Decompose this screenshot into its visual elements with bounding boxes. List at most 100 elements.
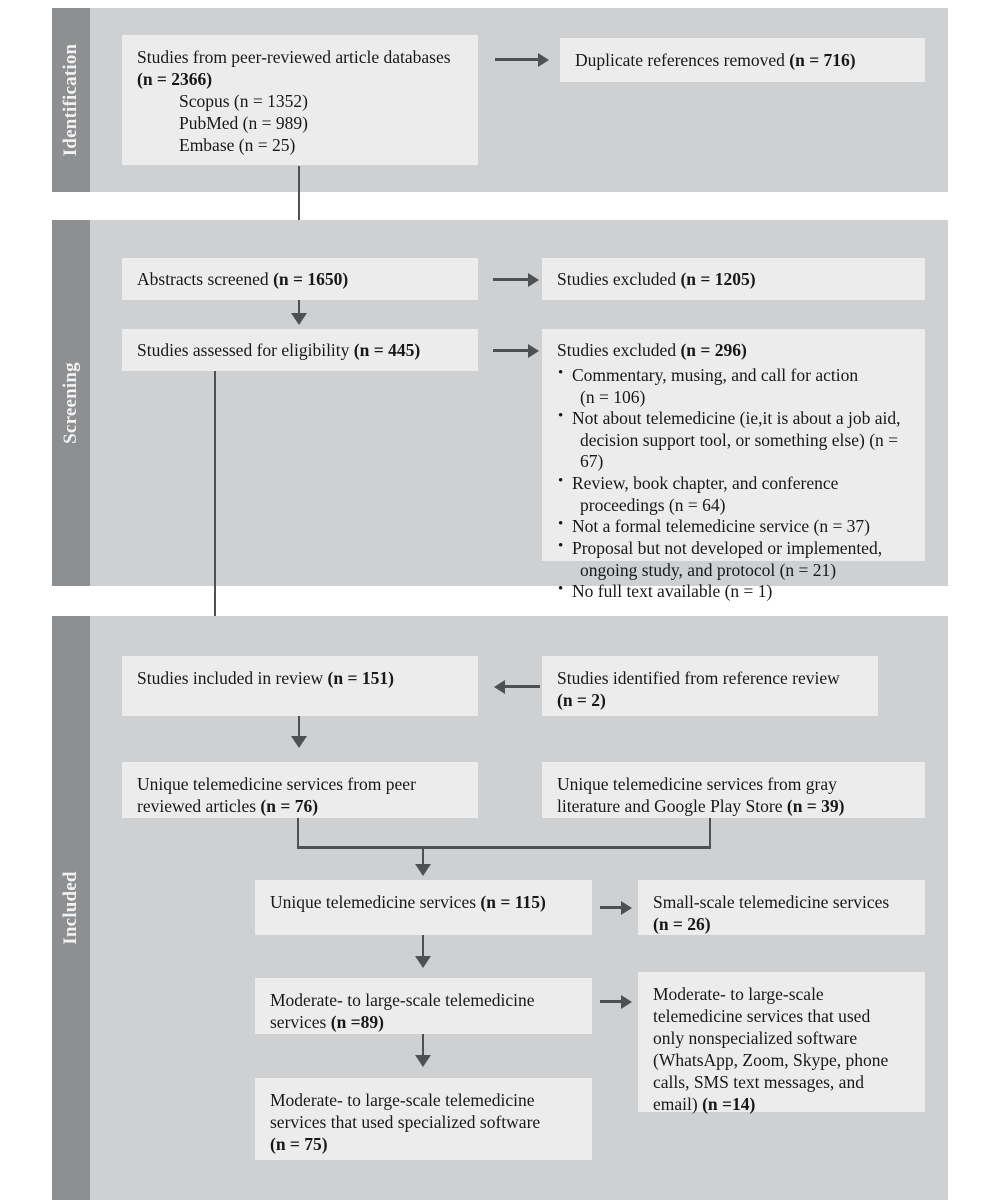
stage-tab-identification: Identification	[52, 8, 90, 192]
sources-sub-pubmed: PubMed (n = 989)	[179, 113, 308, 134]
included-review-count: (n = 151)	[327, 668, 394, 688]
nonspecialized-line5: calls, SMS text messages, and	[653, 1072, 864, 1093]
included-review-text: Studies included in review	[137, 668, 328, 688]
excluded-reasons-list: Commentary, musing, and call for action …	[557, 364, 911, 603]
box-assessed-eligibility: Studies assessed for eligibility (n = 44…	[122, 329, 478, 371]
unique-peer-line2: reviewed articles	[137, 796, 261, 817]
unique-gray-count: (n = 39)	[786, 796, 845, 817]
excluded-reason-cont: decision support tool, or something else…	[580, 429, 899, 472]
arrowhead-reference-to-included	[494, 679, 505, 694]
excluded-full-heading-text: Studies excluded	[557, 340, 681, 360]
box-unique-peer-reviewed: Unique telemedicine services from peer r…	[122, 762, 478, 818]
box-included-in-review: Studies included in review (n = 151)	[122, 656, 478, 716]
sources-count: (n = 2366)	[137, 69, 213, 90]
sources-sub-embase: Embase (n = 25)	[179, 135, 296, 156]
connector-abstracts-to-eligibility	[298, 300, 300, 316]
box-duplicates-removed: Duplicate references removed (n = 716)	[560, 38, 925, 82]
excluded-reason-item: Review, book chapter, and conference pro…	[557, 472, 911, 516]
sources-line2-prefix: databases	[383, 47, 451, 67]
connector-reference-to-included	[505, 685, 540, 688]
unique-peer-count: (n = 76)	[260, 796, 319, 817]
abstracts-count: (n = 1650)	[273, 268, 349, 289]
connector-unique-to-small-scale	[600, 906, 622, 909]
excluded-abstracts-text: Studies excluded	[557, 268, 681, 289]
box-excluded-abstracts: Studies excluded (n = 1205)	[542, 258, 925, 300]
arrowhead-eligibility-to-excluded	[528, 343, 539, 358]
box-abstracts-screened: Abstracts screened (n = 1650)	[122, 258, 478, 300]
unique-gray-line2: literature and Google Play Store	[557, 796, 787, 817]
unique-peer-line1: Unique telemedicine services from peer	[137, 774, 416, 794]
box-excluded-full-text: Studies excluded (n = 296) Commentary, m…	[542, 329, 925, 601]
connector-merge-right-stem	[709, 818, 711, 848]
arrowhead-moderate-to-specialized	[415, 1055, 431, 1067]
arrowhead-abstracts-to-excluded	[528, 272, 539, 287]
box-small-scale-services: Small-scale telemedicine services (n = 2…	[638, 880, 925, 935]
excluded-reason-cont: ongoing study, and protocol (n = 21)	[580, 559, 837, 580]
specialized-line1: Moderate- to large-scale telemedicine	[270, 1090, 535, 1110]
connector-eligibility-to-excluded	[493, 349, 529, 352]
box-reference-review: Studies identified from reference review…	[542, 656, 878, 716]
excluded-reason-text: Not about telemedicine (ie,it is about a…	[572, 408, 901, 429]
box-unique-services-total: Unique telemedicine services (n = 115)	[255, 880, 592, 935]
eligibility-count: (n = 445)	[353, 339, 421, 360]
reference-review-line1: Studies identified from reference review	[557, 668, 840, 688]
nonspecialized-line2: telemedicine services that used	[653, 1006, 871, 1027]
box-unique-gray-literature: Unique telemedicine services from gray l…	[542, 762, 925, 818]
sources-sub-scopus: Scopus (n = 1352)	[179, 91, 308, 112]
arrowhead-unique-to-moderate-large	[415, 956, 431, 968]
small-scale-count: (n = 26)	[653, 914, 711, 935]
moderate-large-line2: services	[270, 1012, 331, 1033]
box-nonspecialized-software: Moderate- to large-scale telemedicine se…	[638, 972, 925, 1115]
nonspecialized-line3: only nonspecialized software	[653, 1028, 858, 1049]
stage-tab-label-included: Included	[60, 871, 81, 945]
excluded-abstracts-count: (n = 1205)	[680, 268, 756, 289]
arrowhead-unique-to-small-scale	[621, 900, 632, 915]
connector-screening-to-included	[214, 371, 216, 630]
excluded-reason-cont: (n = 106)	[580, 386, 646, 407]
moderate-large-line1: Moderate- to large-scale telemedicine	[270, 990, 535, 1010]
duplicates-text: Duplicate references removed	[575, 49, 790, 70]
duplicates-count: (n = 716)	[789, 49, 856, 70]
excluded-reason-item: Not a formal telemedicine service (n = 3…	[557, 515, 911, 538]
moderate-large-count: (n =89)	[330, 1012, 384, 1033]
stage-tab-included: Included	[52, 616, 90, 1200]
sources-line1: Studies from peer-reviewed article	[137, 47, 380, 67]
nonspecialized-line1: Moderate- to large-scale	[653, 984, 824, 1004]
connector-abstracts-to-excluded	[493, 278, 529, 281]
nonspecialized-count: (n =14)	[702, 1094, 756, 1115]
reference-review-count: (n = 2)	[557, 690, 606, 711]
nonspecialized-line4: (WhatsApp, Zoom, Skype, phone	[653, 1050, 889, 1071]
arrowhead-included-to-unique-peer	[291, 736, 307, 748]
arrowhead-moderate-to-nonspecialized	[621, 994, 632, 1009]
connector-moderate-to-nonspecialized	[600, 1000, 622, 1003]
excluded-reason-item: Commentary, musing, and call for action …	[557, 364, 911, 408]
connector-merge-crossbar	[297, 846, 711, 849]
connector-included-to-unique-peer	[298, 716, 300, 740]
arrowhead-merge-to-unique-all	[415, 864, 431, 876]
connector-merge-left-stem	[297, 818, 299, 848]
abstracts-text: Abstracts screened	[137, 268, 274, 289]
excluded-reason-item: No full text available (n = 1)	[557, 580, 911, 603]
excluded-reason-item: Proposal but not developed or implemente…	[557, 537, 911, 581]
excluded-reason-text: Proposal but not developed or implemente…	[572, 537, 883, 558]
excluded-reason-text: Commentary, musing, and call for action	[572, 365, 859, 386]
connector-identification-to-screening	[298, 166, 300, 244]
excluded-full-heading-count: (n = 296)	[680, 340, 747, 360]
unique-all-text: Unique telemedicine services	[270, 892, 481, 912]
connector-merge-down-stem	[422, 846, 424, 868]
specialized-line2: services that used specialized software	[270, 1112, 541, 1133]
arrowhead-abstracts-to-eligibility	[291, 313, 307, 325]
stage-tab-label-identification: Identification	[60, 43, 81, 157]
specialized-count: (n = 75)	[270, 1134, 328, 1155]
nonspecialized-line6: email)	[653, 1094, 703, 1115]
box-sources: Studies from peer-reviewed article datab…	[122, 35, 478, 165]
stage-tab-screening: Screening	[52, 220, 90, 586]
connector-moderate-to-specialized	[422, 1034, 424, 1058]
excluded-reason-text: No full text available (n = 1)	[572, 581, 773, 602]
eligibility-text: Studies assessed for eligibility	[137, 339, 354, 360]
excluded-reason-cont: proceedings (n = 64)	[580, 494, 726, 515]
excluded-full-heading: Studies excluded (n = 296)	[557, 339, 911, 361]
box-moderate-large-services: Moderate- to large-scale telemedicine se…	[255, 978, 592, 1034]
excluded-reason-item: Not about telemedicine (ie,it is about a…	[557, 407, 911, 473]
